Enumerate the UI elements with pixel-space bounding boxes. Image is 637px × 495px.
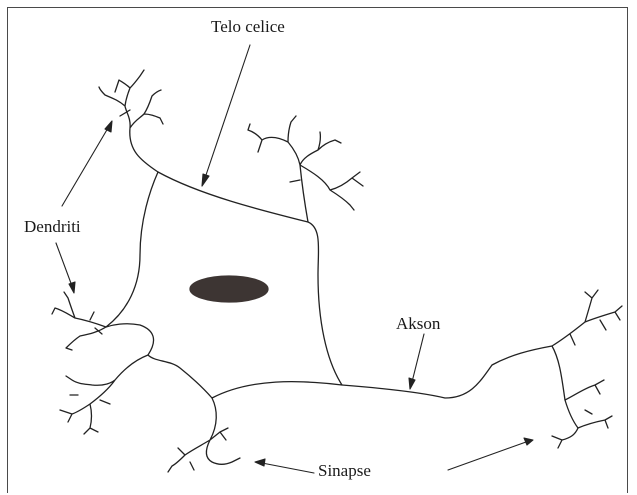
arrowhead-cell-body [202, 174, 209, 186]
dendrite-upper-right [248, 116, 363, 222]
arrow-cell-body [205, 45, 250, 178]
label-cell-body: Telo celice [211, 18, 285, 35]
arrowhead-axon [409, 378, 415, 389]
arrow-synapse-right [448, 442, 526, 470]
arrow-dendrite-down [56, 243, 72, 286]
arrow-dendrite-up [62, 128, 108, 206]
dendrite-left [52, 292, 106, 350]
axon-terminal-lower [552, 380, 612, 448]
arrow-synapse-left [262, 463, 314, 473]
label-synapses: Sinapse [318, 462, 371, 479]
arrowhead-synapse-left [255, 459, 265, 466]
label-axon: Akson [396, 315, 440, 332]
arrow-axon [412, 334, 424, 382]
axon-terminal-upper [552, 290, 622, 346]
arrowhead-synapse-right [524, 438, 533, 445]
dendrite-lower-middle [168, 398, 240, 472]
nucleus [190, 276, 268, 302]
dendrite-lower-left [60, 355, 148, 434]
dendrite-upper-left [99, 70, 163, 172]
arrowhead-dendrite-down [69, 282, 75, 293]
label-dendrites: Dendriti [24, 218, 81, 235]
axon [342, 346, 578, 428]
